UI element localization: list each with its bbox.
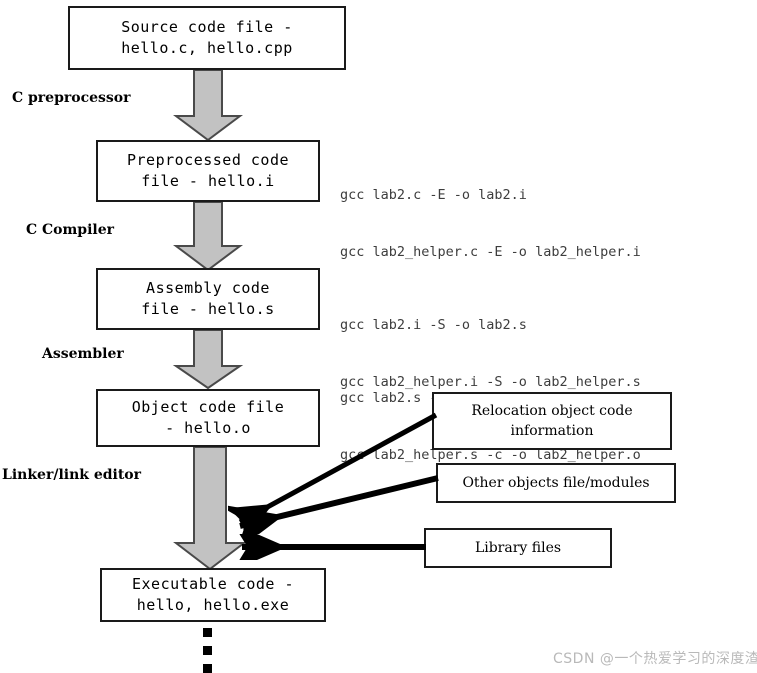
continuation-dot-2: [203, 646, 212, 655]
note-box-library-files: Library files: [424, 528, 612, 568]
block-arrow-preprocessor: [172, 70, 244, 142]
block-arrow-linker: [172, 447, 248, 571]
stage-box-object-line1: Object code file: [131, 398, 285, 416]
stage-box-source: Source code file - hello.c, hello.cpp: [68, 6, 346, 70]
command-compile-line2: gcc lab2_helper.i -S -o lab2_helper.s: [340, 374, 641, 390]
stage-box-executable-line2: hello, hello.exe: [136, 596, 290, 614]
note-box-relocation-line2: information: [510, 423, 594, 439]
stage-box-assembly: Assembly code file - hello.s: [96, 268, 320, 330]
stage-box-executable: Executable code - hello, hello.exe: [100, 568, 326, 622]
stage-label-linker: Linker/link editor: [2, 467, 142, 483]
stage-box-executable-line1: Executable code -: [131, 575, 295, 593]
stage-label-compiler: C Compiler: [26, 222, 115, 238]
command-preprocess-line1: gcc lab2.c -E -o lab2.i: [340, 187, 527, 203]
command-preprocess-line2: gcc lab2_helper.c -E -o lab2_helper.i: [340, 244, 641, 260]
arrow-library-files-to-linker: [228, 534, 428, 560]
stage-box-object: Object code file - hello.o: [96, 389, 320, 447]
stage-box-source-line1: Source code file -: [121, 18, 293, 36]
block-arrow-assembler: [172, 330, 244, 390]
csdn-watermark: CSDN @一个热爱学习的深度渣渣: [553, 651, 757, 667]
stage-label-preprocessor: C preprocessor: [12, 90, 131, 106]
command-block-compile: gcc lab2.i -S -o lab2.s gcc lab2_helper.…: [340, 278, 641, 430]
note-box-relocation: Relocation object code information: [432, 392, 672, 450]
stage-box-preprocessed-line1: Preprocessed code: [126, 151, 290, 169]
note-box-other-objects: Other objects file/modules: [436, 463, 676, 503]
note-box-relocation-line1: Relocation object code: [471, 403, 633, 419]
command-compile-line1: gcc lab2.i -S -o lab2.s: [340, 317, 527, 333]
stage-label-assembler: Assembler: [42, 346, 124, 362]
stage-box-assembly-line1: Assembly code: [146, 279, 270, 297]
stage-box-preprocessed: Preprocessed code file - hello.i: [96, 140, 320, 202]
stage-box-assembly-line2: file - hello.s: [141, 300, 275, 318]
continuation-dot-1: [203, 628, 212, 637]
stage-box-source-line2: hello.c, hello.cpp: [121, 39, 293, 57]
stage-box-preprocessed-line2: file - hello.i: [141, 172, 275, 190]
block-arrow-compiler: [172, 202, 244, 272]
continuation-dot-3: [203, 664, 212, 673]
note-box-other-objects-line1: Other objects file/modules: [462, 475, 650, 491]
note-box-library-files-line1: Library files: [474, 540, 562, 556]
command-block-preprocess: gcc lab2.c -E -o lab2.i gcc lab2_helper.…: [340, 148, 641, 300]
stage-box-object-line2: - hello.o: [165, 419, 251, 437]
